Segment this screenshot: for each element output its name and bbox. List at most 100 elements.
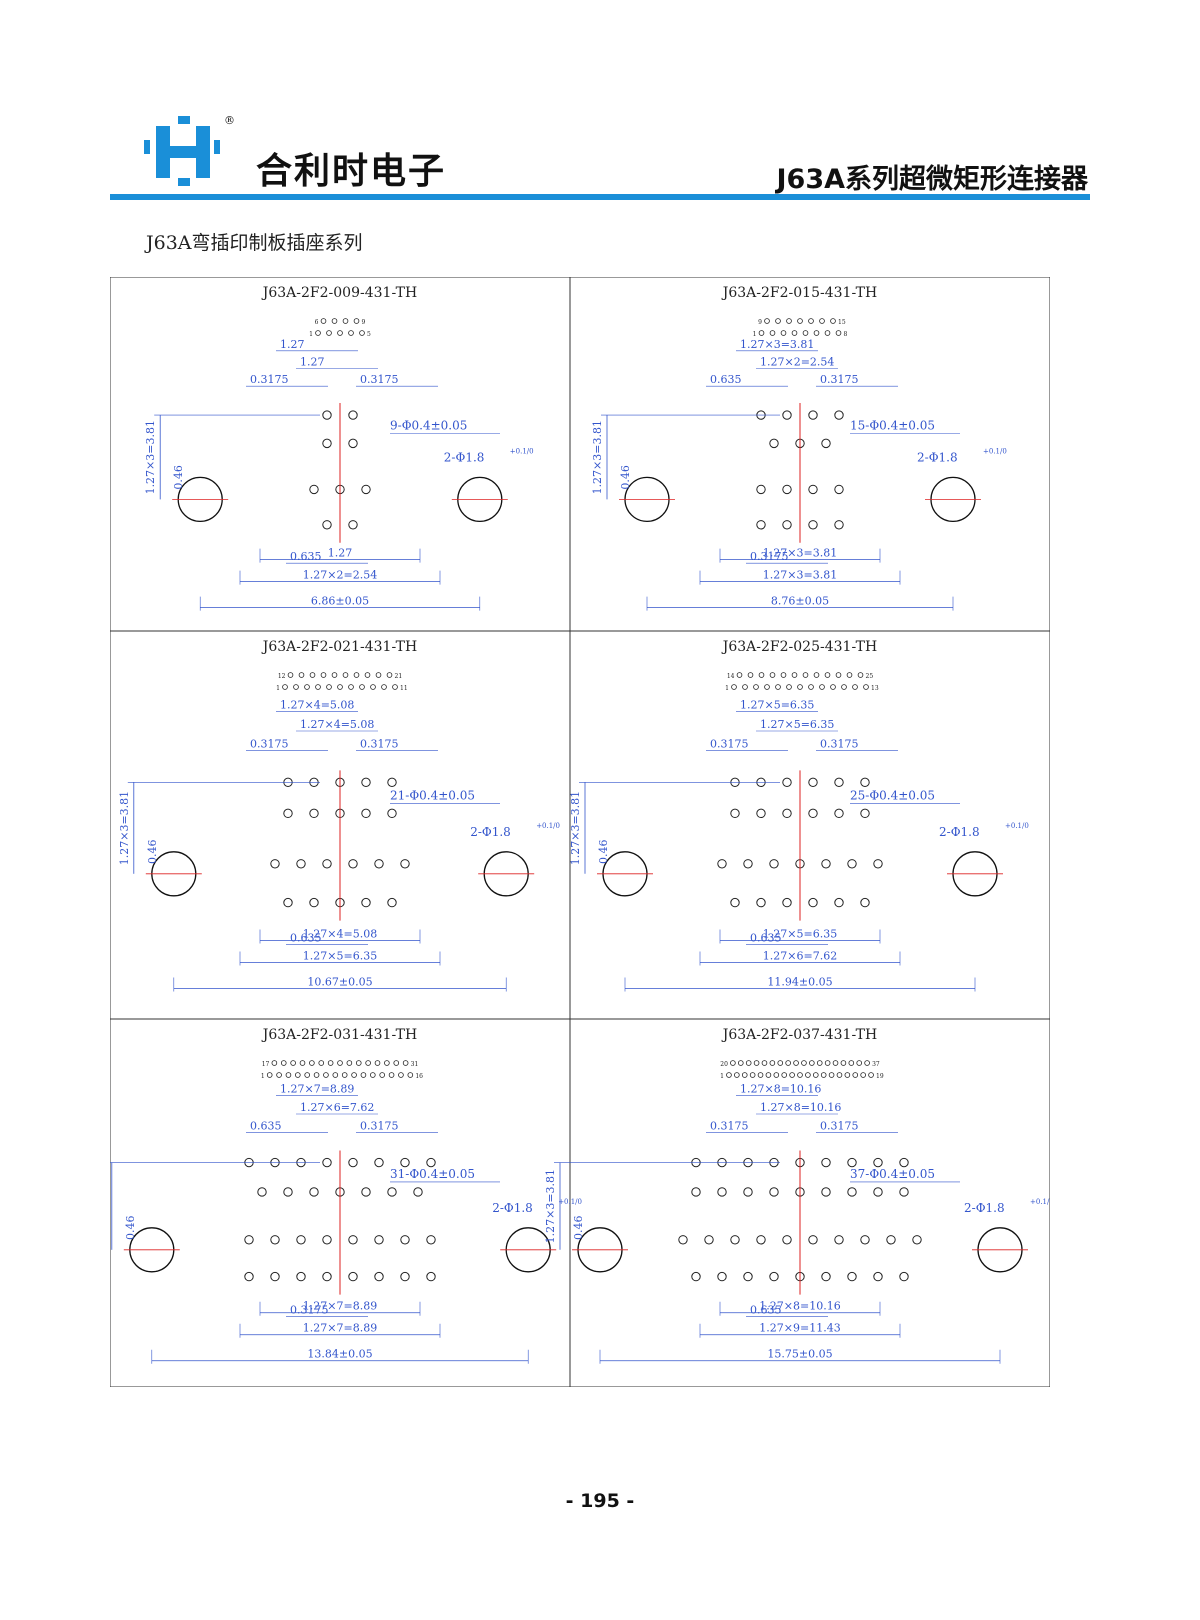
pin-face-top-dot — [816, 1060, 823, 1066]
pin-hole — [899, 1271, 909, 1282]
pin-face-bottom-dot — [742, 684, 748, 690]
pin-face-top-dot — [346, 1060, 353, 1066]
drawing-5: J63A-2F2-031-431-TH17311161.27×3=3.810.4… — [110, 1027, 582, 1364]
series-title: J63A系列超微矩形连接器 — [776, 164, 1088, 195]
offset-label: 0.46 — [619, 465, 632, 490]
pin-face-top-end: 37 — [872, 1061, 880, 1068]
pin-hole — [270, 1271, 280, 1282]
pin-face-top-start: 17 — [262, 1061, 270, 1068]
pin-face-bottom-dot — [824, 330, 831, 336]
pin-hole — [860, 897, 870, 908]
pin-face-top-dot — [342, 318, 349, 324]
mount-hole-note: 2-Φ1.8 — [964, 1201, 1005, 1215]
pin-face-top-dot — [318, 1060, 325, 1066]
pin-hole — [808, 484, 818, 495]
pin-hole — [860, 777, 870, 788]
pin-face-bottom-dot — [293, 684, 299, 690]
pin-hole — [873, 1157, 883, 1168]
pin-hole — [374, 1157, 384, 1168]
pin-face-top-dot — [775, 318, 781, 324]
pin-face-top-dot — [824, 672, 831, 678]
pin-face-top-end: 21 — [395, 673, 403, 680]
pin-face-top-dot — [840, 1060, 847, 1066]
pin-face-bottom-dot — [359, 330, 365, 336]
pin-hole — [756, 484, 766, 495]
pin-face-top-start: 12 — [278, 673, 286, 680]
pin-hole — [717, 1271, 727, 1282]
dimension-label: 1.27×5=6.35 — [760, 718, 834, 731]
pin-face-top-dot — [287, 672, 294, 678]
pin-face-bottom-dot — [863, 684, 869, 690]
pin-hole — [782, 520, 792, 530]
pin-face-bottom-dot — [360, 1072, 367, 1078]
pin-hole — [322, 1235, 332, 1245]
pin-face-bottom-dot — [820, 1072, 827, 1078]
pin-hole — [808, 1235, 818, 1245]
pin-face-bottom-end: 11 — [400, 685, 408, 692]
mount-hole-note: 2-Φ1.8 — [470, 825, 511, 839]
pin-hole — [834, 897, 844, 908]
pin-face-top-dot — [791, 672, 798, 678]
pin-hole — [743, 1271, 753, 1282]
offset-label: 0.46 — [172, 465, 185, 490]
dimension-label: 0.3175 — [820, 1119, 859, 1132]
pin-face-top-dot — [809, 1060, 815, 1066]
pin-face-bottom-dot — [808, 684, 814, 690]
pin-hole — [782, 484, 792, 495]
pin-hole — [899, 1187, 909, 1197]
pin-face-bottom-dot — [819, 684, 825, 690]
pin-hole — [374, 859, 384, 869]
pin-face-bottom-dot — [379, 1072, 385, 1078]
pin-hole — [769, 438, 779, 449]
pin-hole — [257, 1187, 267, 1197]
pin-face-bottom-end: 5 — [367, 331, 371, 338]
pin-face-bottom-dot — [332, 1072, 339, 1078]
pin-face-bottom-dot — [773, 1072, 780, 1078]
pin-face-bottom-dot — [326, 684, 332, 690]
pin-face-bottom-dot — [769, 330, 776, 336]
pin-hole — [834, 484, 844, 495]
dimension-label: 0.3175 — [250, 373, 289, 386]
dimension-label: 0.3175 — [360, 373, 399, 386]
pin-face-top-dot — [364, 672, 371, 678]
dimension-label: 0.635 — [250, 1119, 282, 1132]
bottom-dimension-label: 10.67±0.05 — [307, 976, 372, 989]
pin-hole-note: 31-Φ0.4±0.05 — [390, 1167, 475, 1181]
pin-face-bottom-dot — [852, 1072, 859, 1078]
pin-hole — [322, 410, 332, 420]
mount-hole-tolerance: +0.1/0 — [1030, 1198, 1050, 1206]
pin-hole — [782, 808, 792, 819]
pin-face-top-dot — [365, 1060, 371, 1066]
pin-hole — [821, 1271, 831, 1282]
pin-face-top-dot — [802, 672, 809, 678]
dimension-label: 0.3175 — [820, 737, 859, 750]
pin-face-top-dot — [374, 1060, 381, 1066]
dimension-label: 0.635 — [750, 931, 782, 944]
pin-face-bottom-dot — [348, 330, 354, 336]
pin-face-top-dot — [386, 672, 393, 678]
pin-face-bottom-dot — [304, 1072, 310, 1078]
dimension-label: 0.635 — [290, 931, 322, 944]
pin-hole — [400, 1157, 410, 1168]
pin-hole — [244, 1235, 254, 1245]
pin-hole — [374, 1271, 384, 1282]
pin-face-bottom-end: 8 — [844, 331, 848, 338]
pin-face-bottom-dot — [276, 1072, 282, 1078]
bottom-dimension-label: 8.76±0.05 — [771, 595, 829, 608]
pin-hole — [730, 897, 740, 908]
pin-hole — [400, 859, 410, 869]
pin-face-bottom-dot — [758, 330, 765, 336]
pin-face-bottom-dot — [337, 684, 343, 690]
part-number: J63A-2F2-037-431-TH — [721, 1027, 877, 1043]
offset-label: 0.46 — [572, 1216, 585, 1241]
dimension-label: 0.3175 — [360, 737, 399, 750]
pin-face-top-dot — [835, 672, 842, 678]
pin-face-top-dot — [737, 1060, 744, 1066]
pin-face-bottom-dot — [812, 1072, 819, 1078]
pin-face-top-dot — [780, 672, 787, 678]
pin-hole — [743, 859, 753, 869]
